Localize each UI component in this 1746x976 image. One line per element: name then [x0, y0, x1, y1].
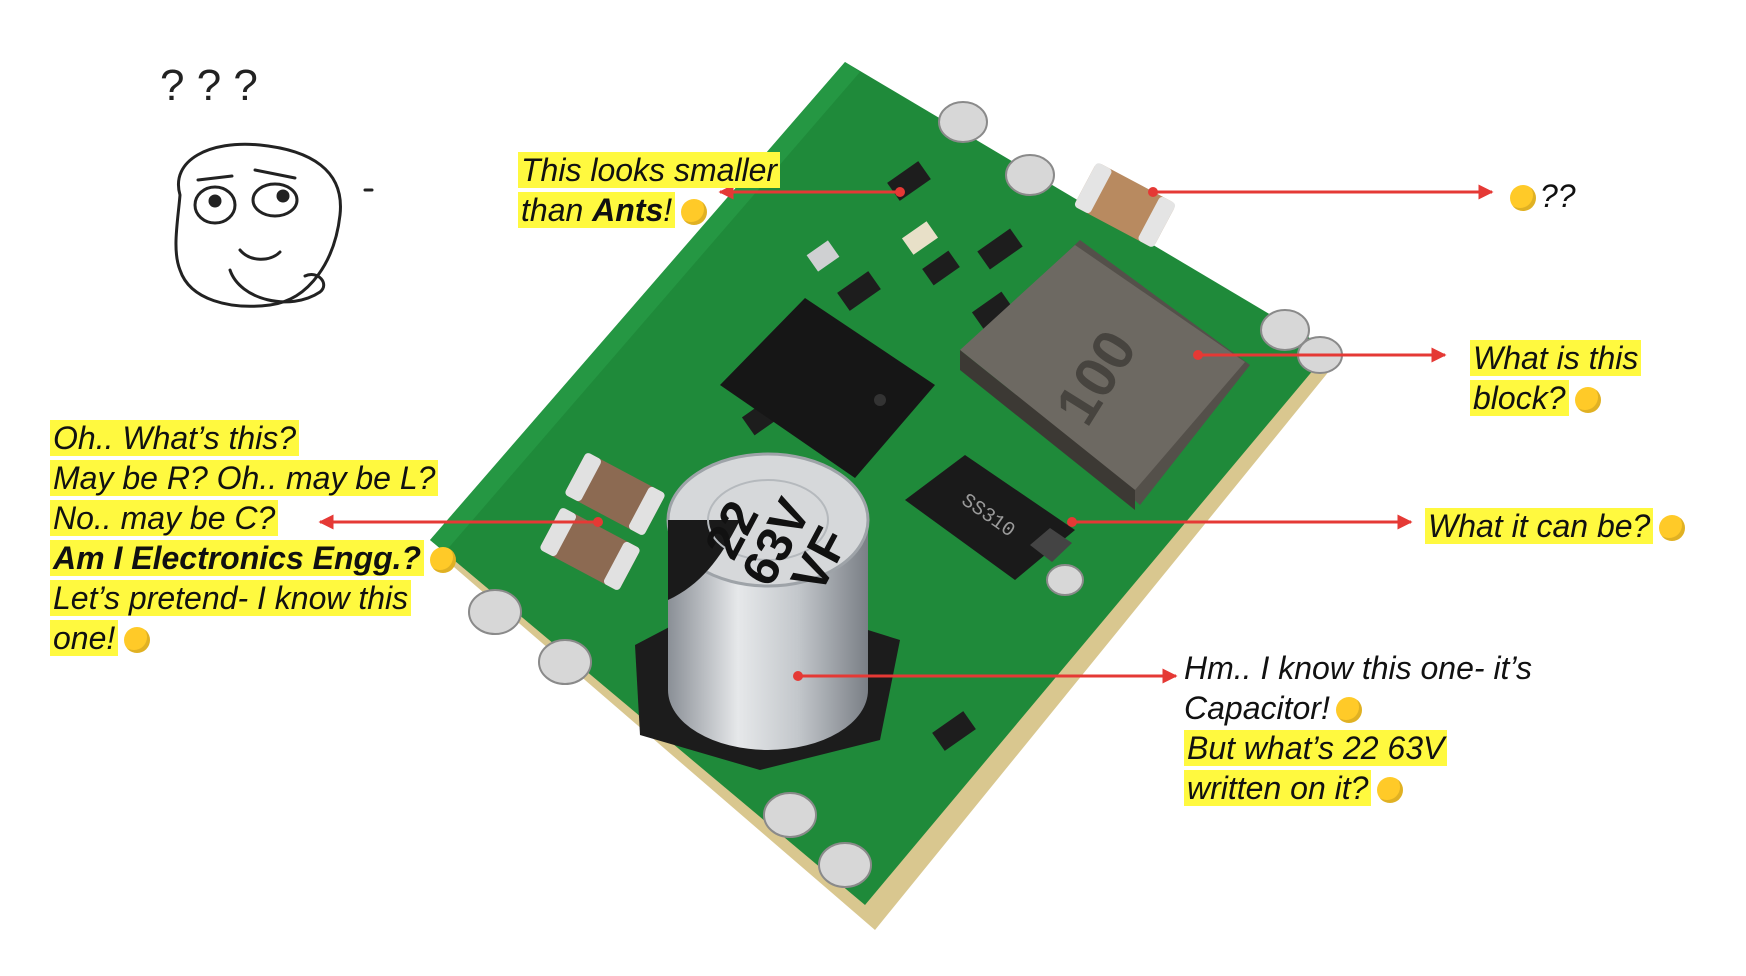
note-left-line5: Let’s pretend- I know this	[50, 580, 412, 616]
note-capacitor-line3: But what’s 22 63V	[1184, 730, 1448, 766]
annotation-arrows	[318, 184, 1494, 684]
note-left-line1: Oh.. What’s this?	[50, 420, 300, 456]
note-block-line2: block?	[1470, 380, 1569, 416]
note-left-line3: No.. may be C?	[50, 500, 279, 536]
schottky-diode: SS310	[905, 455, 1075, 580]
note-capacitor: Hm.. I know this one- it’s Capacitor! Bu…	[1184, 648, 1532, 808]
note-ants-line2-prefix: than	[521, 192, 593, 228]
note-ants-line1: This looks smaller	[518, 152, 781, 188]
electrolytic-capacitor: 22 63V VF	[635, 452, 900, 770]
power-inductor: 100	[960, 240, 1250, 510]
note-left-line2: May be R? Oh.. may be L?	[50, 460, 439, 496]
exploding-head-icon	[1574, 387, 1601, 413]
monocle-face-icon	[1510, 185, 1536, 211]
note-capacitor-line4: written on it?	[1184, 770, 1372, 806]
pads-top	[938, 101, 1055, 196]
thinking-face-icon	[1659, 515, 1686, 541]
sunglasses-face-icon	[1335, 697, 1362, 723]
ceramic-capacitor-top	[1074, 163, 1176, 247]
pads-bottom	[763, 564, 1084, 888]
pads-left	[468, 589, 592, 685]
note-capacitor-line2: Capacitor!	[1184, 690, 1330, 726]
smd-small-components	[741, 161, 1023, 751]
note-diode: What it can be?	[1425, 506, 1686, 546]
note-ants-bold: Ants	[592, 192, 664, 228]
confused-meme-face: ? ? ?	[160, 61, 374, 308]
note-left-line6: one!	[50, 620, 119, 656]
smirk-face-icon	[1377, 777, 1404, 803]
note-top-right-text: ??	[1540, 178, 1576, 214]
note-block-line1: What is this	[1470, 340, 1642, 376]
note-left-line4: Am I Electronics Engg.?	[50, 540, 425, 576]
note-ants-line2-suffix: !	[663, 192, 673, 228]
note-capacitor-line1: Hm.. I know this one- it’s	[1184, 650, 1532, 686]
nerd-face-icon	[124, 627, 151, 653]
anxious-face-icon	[430, 547, 457, 573]
ceramic-capacitors-left	[540, 453, 665, 590]
note-left: Oh.. What’s this? May be R? Oh.. may be …	[50, 418, 457, 658]
note-ants: This looks smaller than Ants!	[518, 150, 781, 230]
note-block: What is this block?	[1470, 338, 1642, 418]
sweat-face-icon	[681, 199, 708, 225]
question-marks: ? ? ?	[160, 61, 258, 110]
ic-chip	[720, 298, 935, 478]
note-diode-text: What it can be?	[1425, 508, 1654, 544]
note-top-right: ??	[1510, 176, 1576, 216]
pads-right	[1260, 309, 1343, 374]
